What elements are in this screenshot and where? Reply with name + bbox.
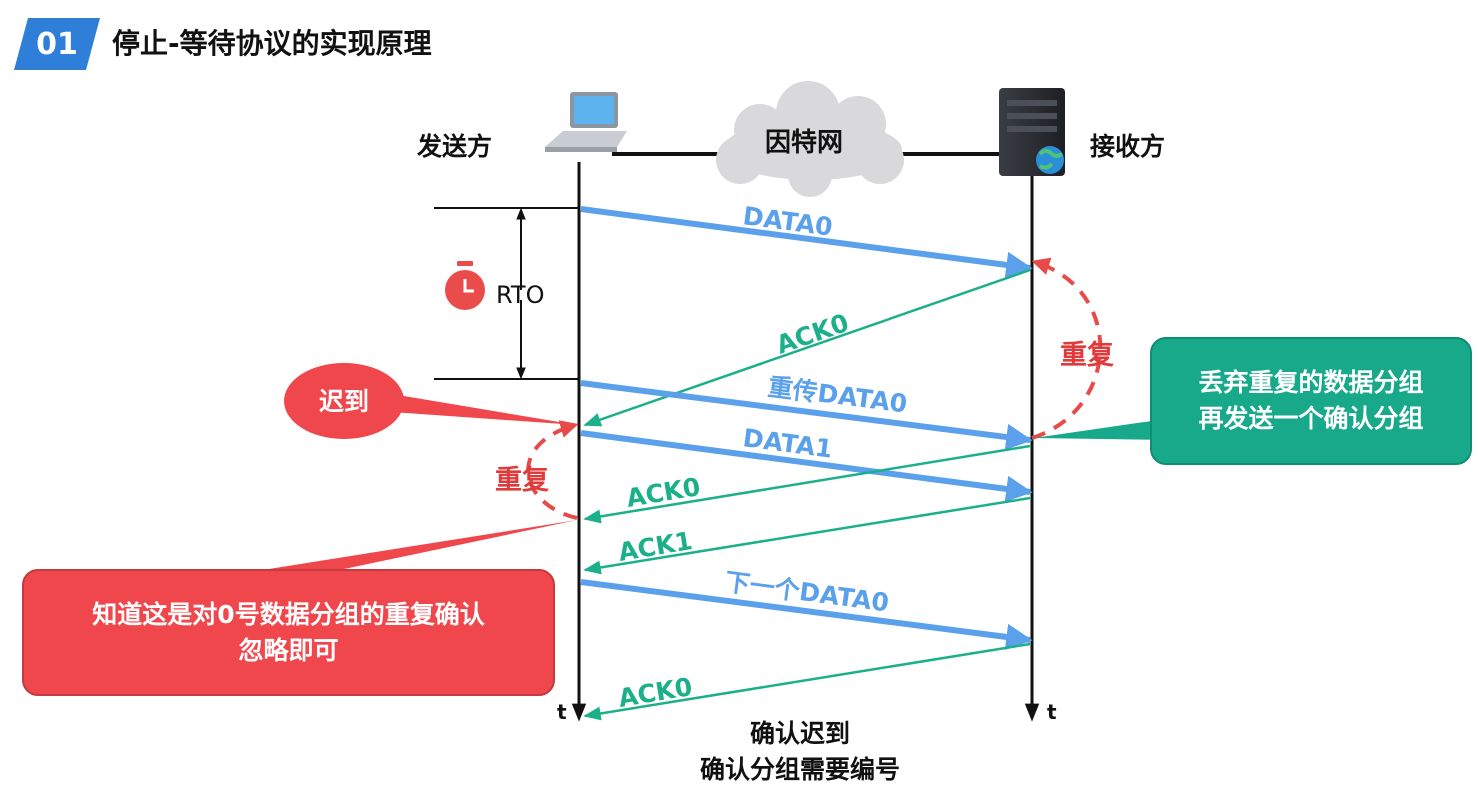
final-ack0-arrow — [583, 642, 1031, 721]
ack1-label: ACK1 — [616, 526, 694, 567]
receiver-duplicate-label: 重复 — [1060, 340, 1115, 371]
ack0-arrow-delayed — [583, 268, 1031, 427]
data0-label: DATA0 — [741, 201, 834, 242]
receiver-time-label: t — [1047, 700, 1057, 724]
section-number: 01 — [36, 26, 78, 62]
sender-callout-tail — [250, 520, 577, 572]
sender-time-label: t — [557, 700, 567, 724]
late-callout — [284, 363, 404, 439]
ack0-duplicate-label: ACK0 — [624, 472, 702, 513]
receiver-action-callout: 丢弃重复的数据分组 再发送一个确认分组 — [1150, 337, 1472, 465]
conclusion-line1: 确认迟到 — [749, 719, 850, 748]
next-data0-arrow — [580, 579, 1033, 651]
receiver-action-line1: 丢弃重复的数据分组 — [1198, 368, 1424, 397]
final-ack0-label: ACK0 — [616, 672, 694, 713]
sender-duplicate-arc — [526, 420, 579, 520]
ack0-delayed-label: ACK0 — [773, 308, 853, 360]
retransmit-data0-arrow — [580, 380, 1033, 451]
receiver-duplicate-arc — [1031, 257, 1103, 440]
sender-action-line1: 知道这是对0号数据分组的重复确认 — [92, 599, 485, 629]
rto-label: RTO — [496, 281, 544, 309]
sender-action-line2: 忽略即可 — [238, 635, 339, 665]
data0-arrow — [580, 206, 1033, 278]
receiver-action-line2: 再发送一个确认分组 — [1198, 404, 1424, 433]
ack1-arrow — [583, 496, 1031, 575]
ack0-duplicate-arrow — [583, 444, 1031, 524]
laptop-icon — [545, 92, 627, 152]
section-number-badge: 01 — [14, 18, 100, 70]
receiver-label: 接收方 — [1090, 132, 1166, 161]
rto-bracket — [434, 207, 579, 380]
receiver-callout-tail — [1034, 418, 1172, 440]
late-callout-tail — [392, 394, 577, 425]
server-icon — [999, 88, 1065, 176]
sender-duplicate-label: 重复 — [495, 465, 550, 496]
network-label: 因特网 — [765, 127, 843, 158]
late-callout-text: 迟到 — [319, 387, 369, 416]
sender-action-callout: 知道这是对0号数据分组的重复确认 忽略即可 — [22, 569, 555, 696]
timer-icon — [445, 261, 485, 310]
page-title: 停止-等待协议的实现原理 — [112, 27, 432, 60]
sender-label: 发送方 — [417, 132, 493, 161]
data1-arrow — [580, 430, 1033, 502]
internet-cloud-icon — [716, 81, 904, 197]
conclusion-line2: 确认分组需要编号 — [699, 755, 900, 784]
